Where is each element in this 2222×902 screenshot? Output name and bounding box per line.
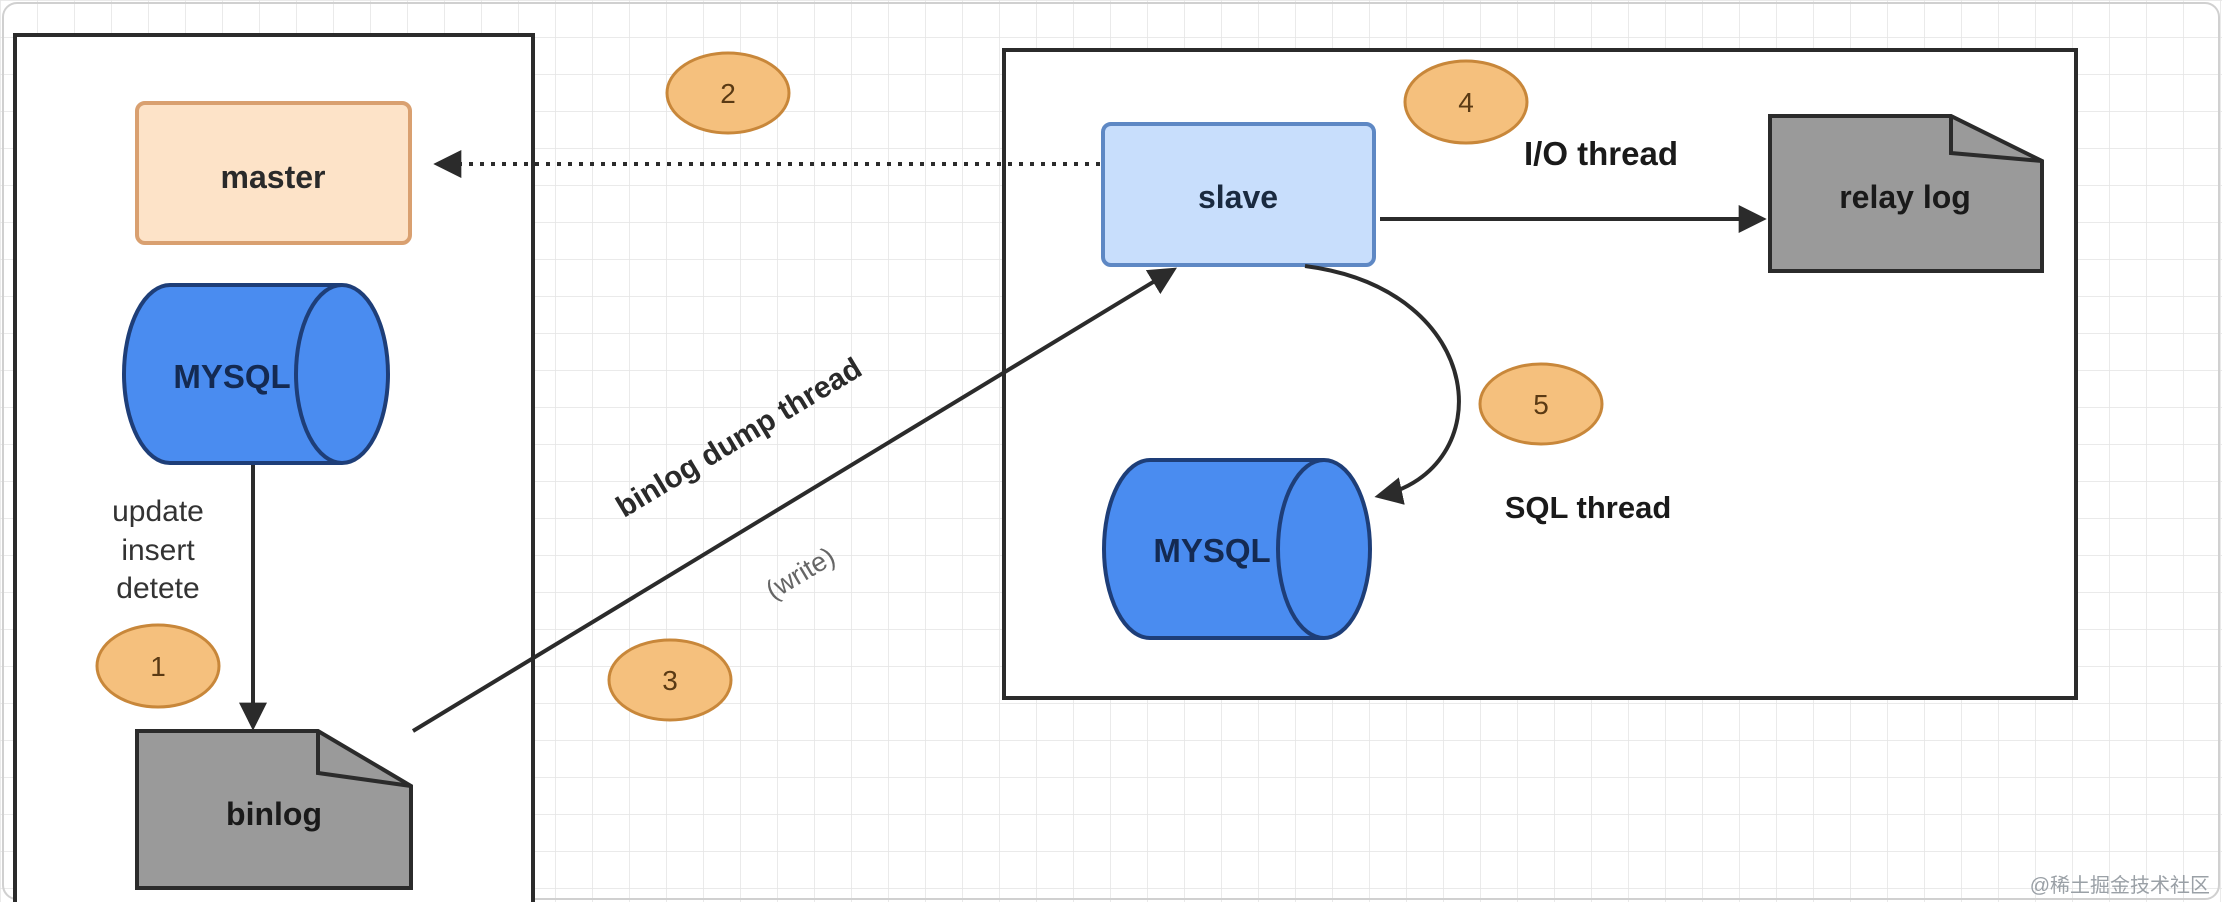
op-update: update: [112, 495, 204, 528]
slave-mysql-db: MYSQL: [1102, 458, 1372, 640]
slave-node: slave: [1101, 122, 1376, 267]
slave-mysql-label: MYSQL: [1153, 532, 1270, 569]
svg-text:5: 5: [1533, 389, 1549, 420]
op-detete: detete: [116, 572, 199, 605]
step-badge-1: 1: [95, 623, 221, 709]
op-insert: insert: [121, 534, 195, 567]
step-badge-3: 3: [607, 638, 733, 722]
svg-text:4: 4: [1458, 87, 1474, 118]
master-node: master: [135, 101, 412, 245]
relay-log-label: relay log: [1839, 179, 1971, 215]
relay-log-doc: relay log: [1768, 114, 2044, 273]
svg-text:1: 1: [150, 651, 166, 682]
io-thread-label: I/O thread: [1524, 135, 1678, 172]
binlog-label: binlog: [226, 796, 322, 832]
master-mysql-db: MYSQL: [122, 283, 390, 465]
binlog-doc: binlog: [135, 729, 413, 890]
master-mysql-label: MYSQL: [173, 358, 290, 395]
master-label: master: [221, 159, 326, 195]
svg-text:2: 2: [720, 78, 736, 109]
step-badge-4: 4: [1403, 59, 1529, 145]
arrow-binlog-to-slave: [411, 267, 1177, 733]
arrow-slave-to-slave-mysql: [1304, 264, 1461, 505]
sql-thread-label: SQL thread: [1505, 490, 1672, 525]
step-badge-2: 2: [665, 51, 791, 135]
slave-label: slave: [1198, 179, 1278, 215]
svg-text:3: 3: [662, 665, 678, 696]
watermark: @稀土掘金技术社区: [2030, 874, 2210, 897]
step-badge-5: 5: [1478, 362, 1604, 446]
